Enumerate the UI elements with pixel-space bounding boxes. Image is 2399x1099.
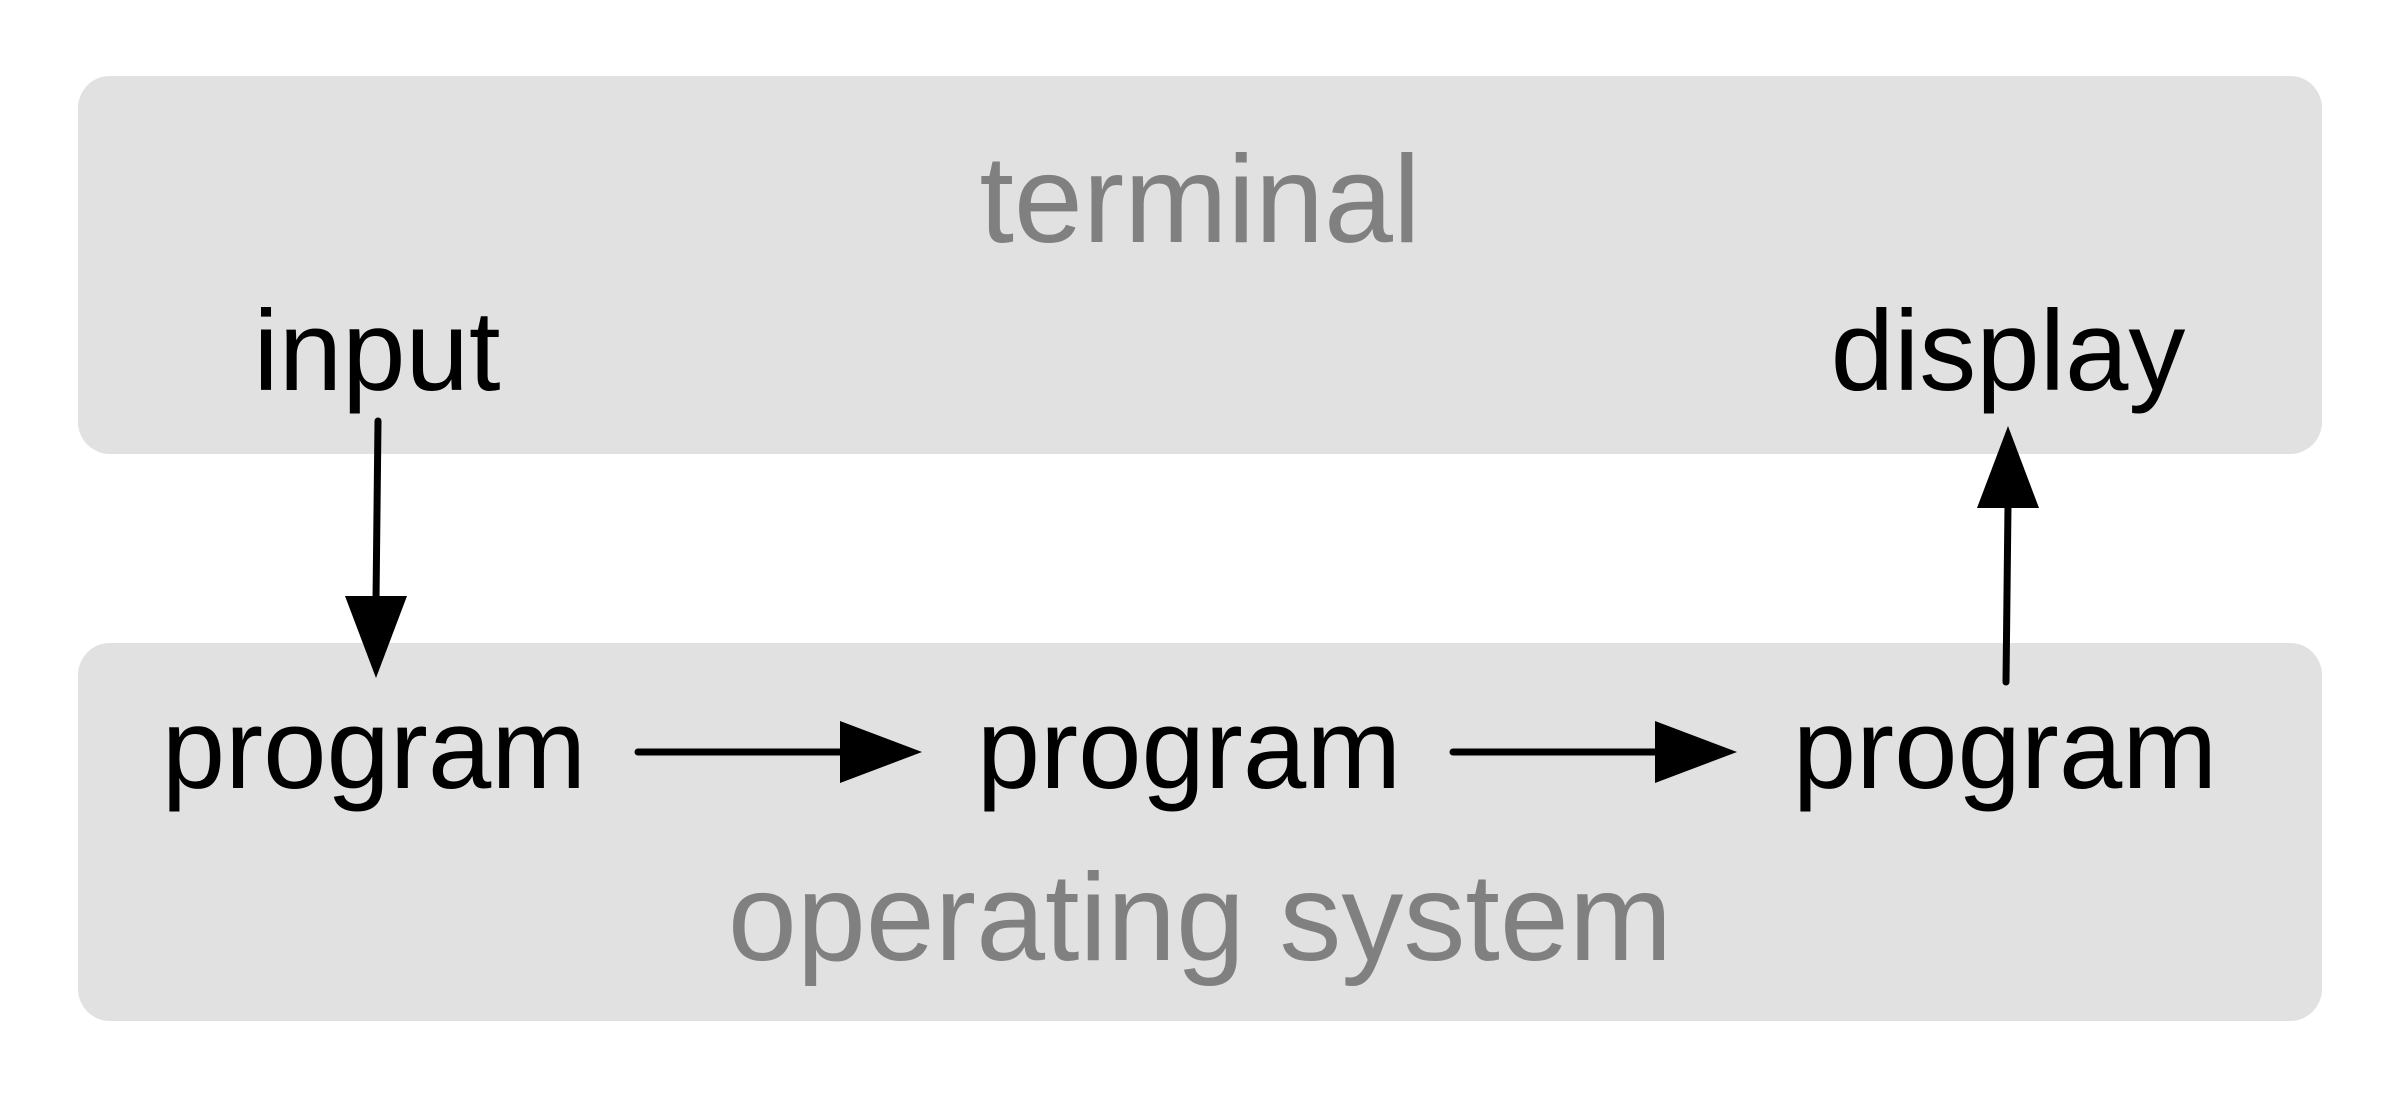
terminal-group-label: terminal — [979, 131, 1421, 269]
display-node-label: display — [1830, 288, 2186, 415]
program-node-label-3: program — [1792, 686, 2218, 813]
operating-system-group-label: operating system — [727, 849, 1673, 987]
arrow-program-to-display — [2002, 501, 2012, 686]
arrowhead-input-to-program — [345, 596, 407, 678]
arrowhead-program-to-display — [1977, 426, 2039, 508]
program-node-label-2: program — [976, 686, 1402, 813]
arrowhead-program-2-to-program-3 — [1655, 721, 1737, 783]
program-node-label-1: program — [161, 686, 587, 813]
terminal-group-box — [78, 76, 2322, 454]
arrowhead-program-1-to-program-2 — [840, 721, 922, 783]
input-node-label: input — [253, 288, 501, 415]
operating-system-group-box — [78, 643, 2322, 1021]
arrow-input-to-program — [372, 417, 382, 604]
